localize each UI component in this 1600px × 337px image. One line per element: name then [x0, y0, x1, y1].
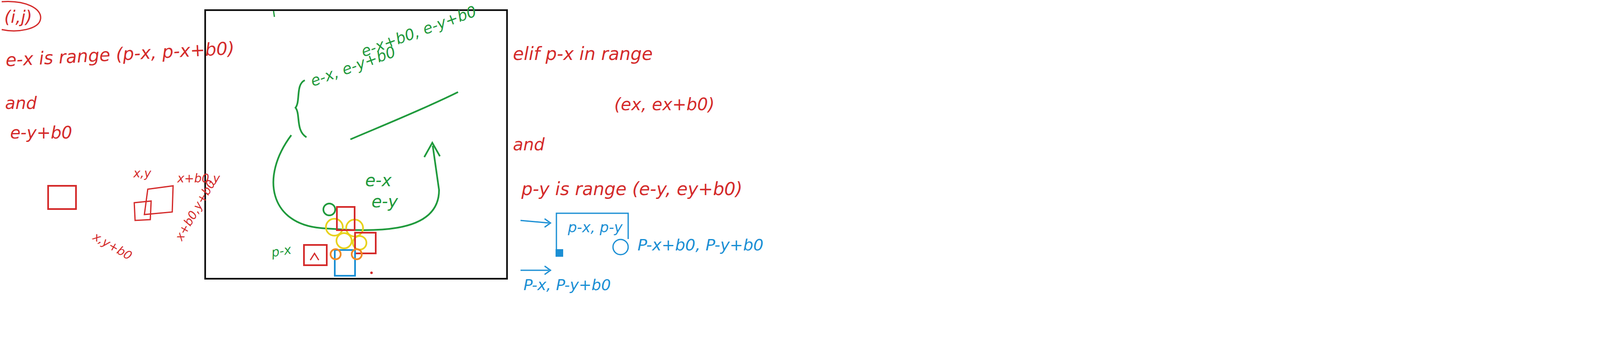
square-sketch: [336, 206, 355, 231]
arrow-head: [544, 218, 551, 228]
circle-mark: [351, 249, 362, 260]
circle-mark: [325, 218, 343, 236]
corner-label: x+b0,y+b0: [173, 177, 219, 243]
square-sketch: [556, 213, 629, 256]
connector-word: and: [512, 135, 545, 154]
circle-mark: [323, 203, 336, 216]
tick-mark: [273, 10, 275, 17]
index-label: (i,j): [4, 7, 33, 27]
point-label: P-x+b0, P-y+b0: [637, 236, 764, 255]
corner-label: e-x: [365, 170, 392, 190]
point-label: P-x, P-y+b0: [523, 276, 611, 294]
arrow-head: [424, 142, 440, 158]
frame-rect: [205, 10, 508, 279]
corner-label: x,y+b0: [90, 230, 135, 263]
dot: [370, 271, 373, 274]
bracket: [295, 80, 307, 138]
arrow-line: [520, 269, 549, 272]
point-label: p-x: [270, 242, 293, 260]
curve-arrow: [273, 135, 440, 231]
dot: [555, 249, 564, 257]
square-sketch: [134, 200, 152, 221]
circle-mark: [330, 249, 341, 260]
underline: [350, 92, 459, 140]
mark: [310, 253, 319, 261]
circle-mark: [612, 239, 629, 255]
circle-mark: [1, 1, 41, 31]
condition-note: e-y+b0: [10, 123, 73, 142]
square-sketch: [144, 185, 174, 215]
connector-word: and: [5, 93, 37, 113]
point-label: p-x, p-y: [567, 219, 623, 236]
arrow-head: [544, 265, 551, 275]
square-sketch: [303, 244, 327, 266]
range-note: (ex, ex+b0): [614, 94, 715, 114]
corner-label: e-x+b0, e-y+b0: [358, 2, 479, 61]
condition-note: e-x is range (p-x, p-x+b0): [5, 38, 236, 71]
condition-note: elif p-x in range: [512, 44, 653, 64]
circle-mark: [336, 233, 352, 249]
condition-note: p-y is range (e-y, ey+b0): [521, 179, 743, 199]
square-sketch: [48, 185, 76, 209]
square-sketch: [355, 232, 376, 254]
corner-label: x,y: [133, 167, 152, 181]
arrow-line: [520, 220, 549, 223]
corner-label: e-y: [371, 192, 399, 211]
